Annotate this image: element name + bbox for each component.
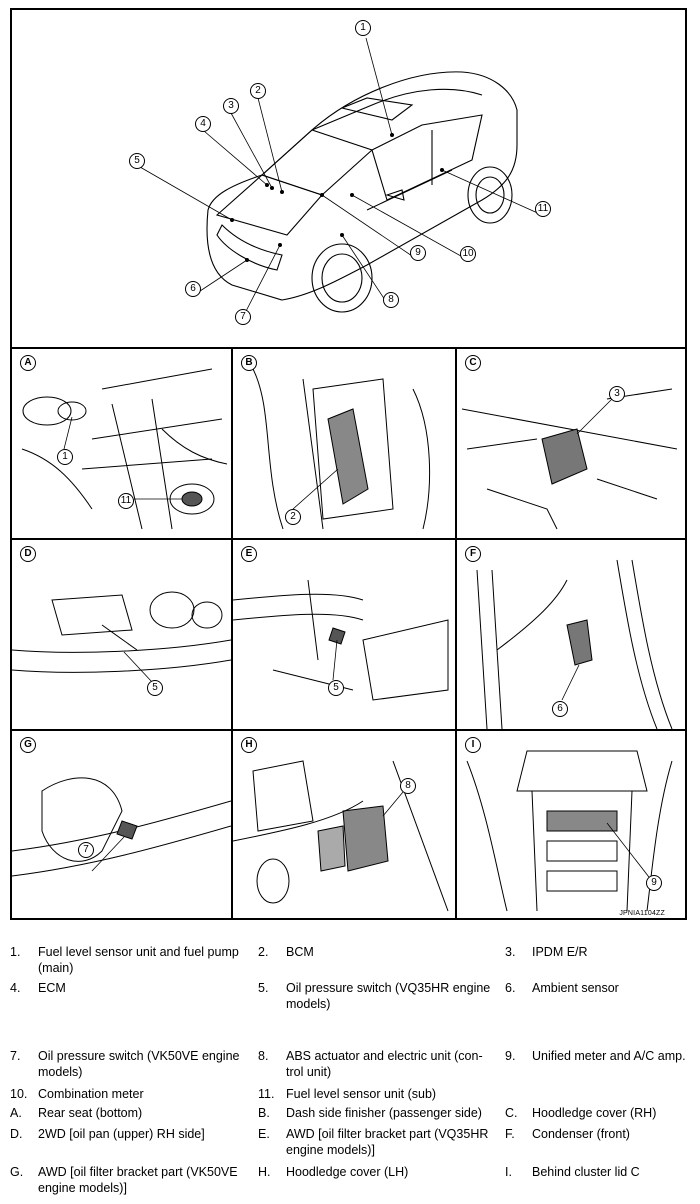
callout-8: 8	[383, 292, 399, 308]
panel-label: G	[20, 737, 36, 753]
callout-10: 10	[460, 246, 476, 262]
callout-5: 5	[129, 153, 145, 169]
vehicle-drawing	[139, 37, 543, 318]
legend-text: Fuel level sensor unit and fuel pump (ma…	[38, 945, 239, 975]
panel-label: F	[465, 546, 481, 562]
grid-divider	[455, 347, 457, 918]
legend-text: Oil pressure switch (VK50VE engine model…	[38, 1049, 240, 1079]
callout-5: 5	[328, 680, 344, 696]
legend-text: Hoodledge cover (LH)	[286, 1165, 409, 1179]
illustration-frame: 1 2 3 4 5 6 7 8 9 10 11 A 1 11	[10, 8, 687, 920]
legend-text: Behind cluster lid C	[532, 1165, 640, 1179]
legend-text: 2WD [oil pan (upper) RH side]	[38, 1127, 205, 1141]
callout-7: 7	[78, 842, 94, 858]
callout-6: 6	[185, 281, 201, 297]
grid-divider	[231, 347, 233, 918]
legend-num: E.	[258, 1127, 270, 1141]
panel-i: I 9 JPNIA1104ZZ	[457, 731, 685, 920]
legend-num: 8.	[258, 1049, 269, 1063]
callout-9: 9	[410, 245, 426, 261]
legend-text: ABS actuator and electric unit (con- tro…	[286, 1049, 483, 1079]
callout-11: 11	[535, 201, 551, 217]
legend-text: Condenser (front)	[532, 1127, 630, 1141]
callout-2: 2	[250, 83, 266, 99]
legend-num: 10.	[10, 1087, 28, 1101]
panel-label: C	[465, 355, 481, 371]
callout-3: 3	[609, 386, 625, 402]
panel-f: F 6	[457, 540, 685, 729]
grid-divider	[12, 729, 685, 731]
legend-num: 11.	[258, 1087, 275, 1101]
legend-num: G.	[10, 1165, 24, 1179]
legend-text: Oil pressure switch (VQ35HR engine model…	[286, 981, 491, 1011]
legend-text: IPDM E/R	[532, 945, 588, 959]
callout-7: 7	[235, 309, 251, 325]
figure-code: JPNIA1104ZZ	[619, 910, 665, 917]
legend-num: I.	[505, 1165, 512, 1179]
legend-num: 9.	[505, 1049, 516, 1063]
legend-num: F.	[505, 1127, 515, 1141]
callout-5: 5	[147, 680, 163, 696]
panel-label: H	[241, 737, 257, 753]
panel-h: H 8	[233, 731, 455, 920]
legend-num: 2.	[258, 945, 269, 959]
panel-c: C 3	[457, 349, 685, 538]
legend-text: Combination meter	[38, 1087, 144, 1101]
legend-num: C.	[505, 1106, 518, 1120]
legend-num: 7.	[10, 1049, 21, 1063]
legend-text: Rear seat (bottom)	[38, 1106, 143, 1120]
vehicle-overview: 1 2 3 4 5 6 7 8 9 10 11	[12, 10, 685, 349]
panel-b: B 2	[233, 349, 455, 538]
legend-num: D.	[10, 1127, 23, 1141]
legend-num: H.	[258, 1165, 271, 1179]
grid-divider	[12, 538, 685, 540]
panel-a: A 1 11	[12, 349, 231, 538]
legend-text: Unified meter and A/C amp.	[532, 1049, 686, 1063]
legend-text: Dash side finisher (passenger side)	[286, 1106, 482, 1120]
panel-label: I	[465, 737, 481, 753]
callout-1: 1	[355, 20, 371, 36]
panel-label: D	[20, 546, 36, 562]
legend-num: 4.	[10, 981, 21, 995]
panel-label: A	[20, 355, 36, 371]
legend-num: 5.	[258, 981, 269, 995]
panel-label: E	[241, 546, 257, 562]
legend-text: AWD [oil filter bracket part (VQ35HR eng…	[286, 1127, 489, 1157]
panel-g: G 7	[12, 731, 231, 920]
legend-text: Fuel level sensor unit (sub)	[286, 1087, 437, 1101]
legend-text: Ambient sensor	[532, 981, 619, 995]
legend-num: 1.	[10, 945, 21, 959]
callout-2: 2	[285, 509, 301, 525]
legend-text: ECM	[38, 981, 66, 995]
panel-e: E 5	[233, 540, 455, 729]
callout-4: 4	[195, 116, 211, 132]
legend-text: AWD [oil filter bracket part (VK50VE eng…	[38, 1165, 238, 1195]
callout-11: 11	[118, 493, 134, 509]
callout-1: 1	[57, 449, 73, 465]
callout-3: 3	[223, 98, 239, 114]
legend-num: A.	[10, 1106, 22, 1120]
legend-num: B.	[258, 1106, 270, 1120]
callout-8: 8	[400, 778, 416, 794]
legend-num: 6.	[505, 981, 516, 995]
legend-text: Hoodledge cover (RH)	[532, 1106, 657, 1120]
legend-text: BCM	[286, 945, 314, 959]
callout-6: 6	[552, 701, 568, 717]
panel-label: B	[241, 355, 257, 371]
panel-d: D 5	[12, 540, 231, 729]
legend-num: 3.	[505, 945, 516, 959]
callout-9: 9	[646, 875, 662, 891]
